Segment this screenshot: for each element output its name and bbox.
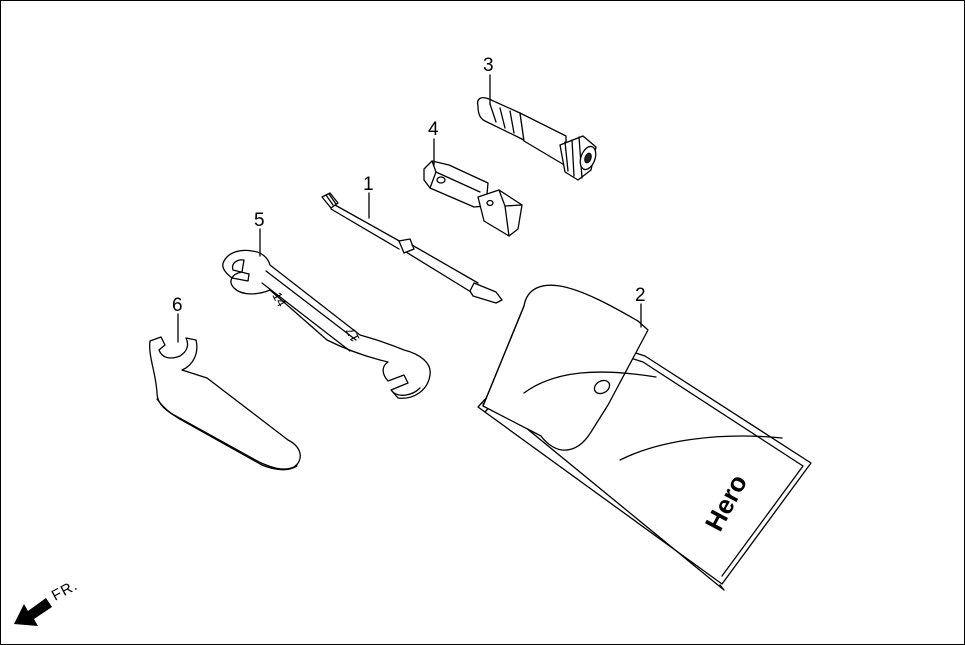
part-3-socket-handle bbox=[476, 97, 597, 181]
size-label-14: 14 bbox=[269, 289, 289, 309]
callout-numbers: 3 4 1 5 6 2 bbox=[172, 55, 646, 316]
callout-6: 6 bbox=[172, 295, 183, 316]
part-2-tool-pouch: Hero bbox=[477, 284, 812, 591]
part-4-box-spanner bbox=[423, 160, 523, 237]
callout-4: 4 bbox=[428, 119, 439, 140]
size-label-17: 17 bbox=[343, 325, 363, 345]
front-label: FR. bbox=[49, 577, 81, 605]
part-1-screwdriver bbox=[321, 192, 503, 304]
callout-3: 3 bbox=[483, 55, 494, 76]
callout-2: 2 bbox=[635, 285, 646, 306]
front-direction-indicator: FR. bbox=[14, 577, 81, 626]
callout-5: 5 bbox=[254, 210, 265, 231]
callout-1: 1 bbox=[363, 174, 374, 195]
part-5-open-end-spanner: 14 17 bbox=[222, 249, 431, 399]
leader-lines bbox=[177, 74, 642, 343]
part-6-hook-spanner bbox=[149, 336, 301, 471]
front-arrow-icon bbox=[14, 598, 52, 626]
